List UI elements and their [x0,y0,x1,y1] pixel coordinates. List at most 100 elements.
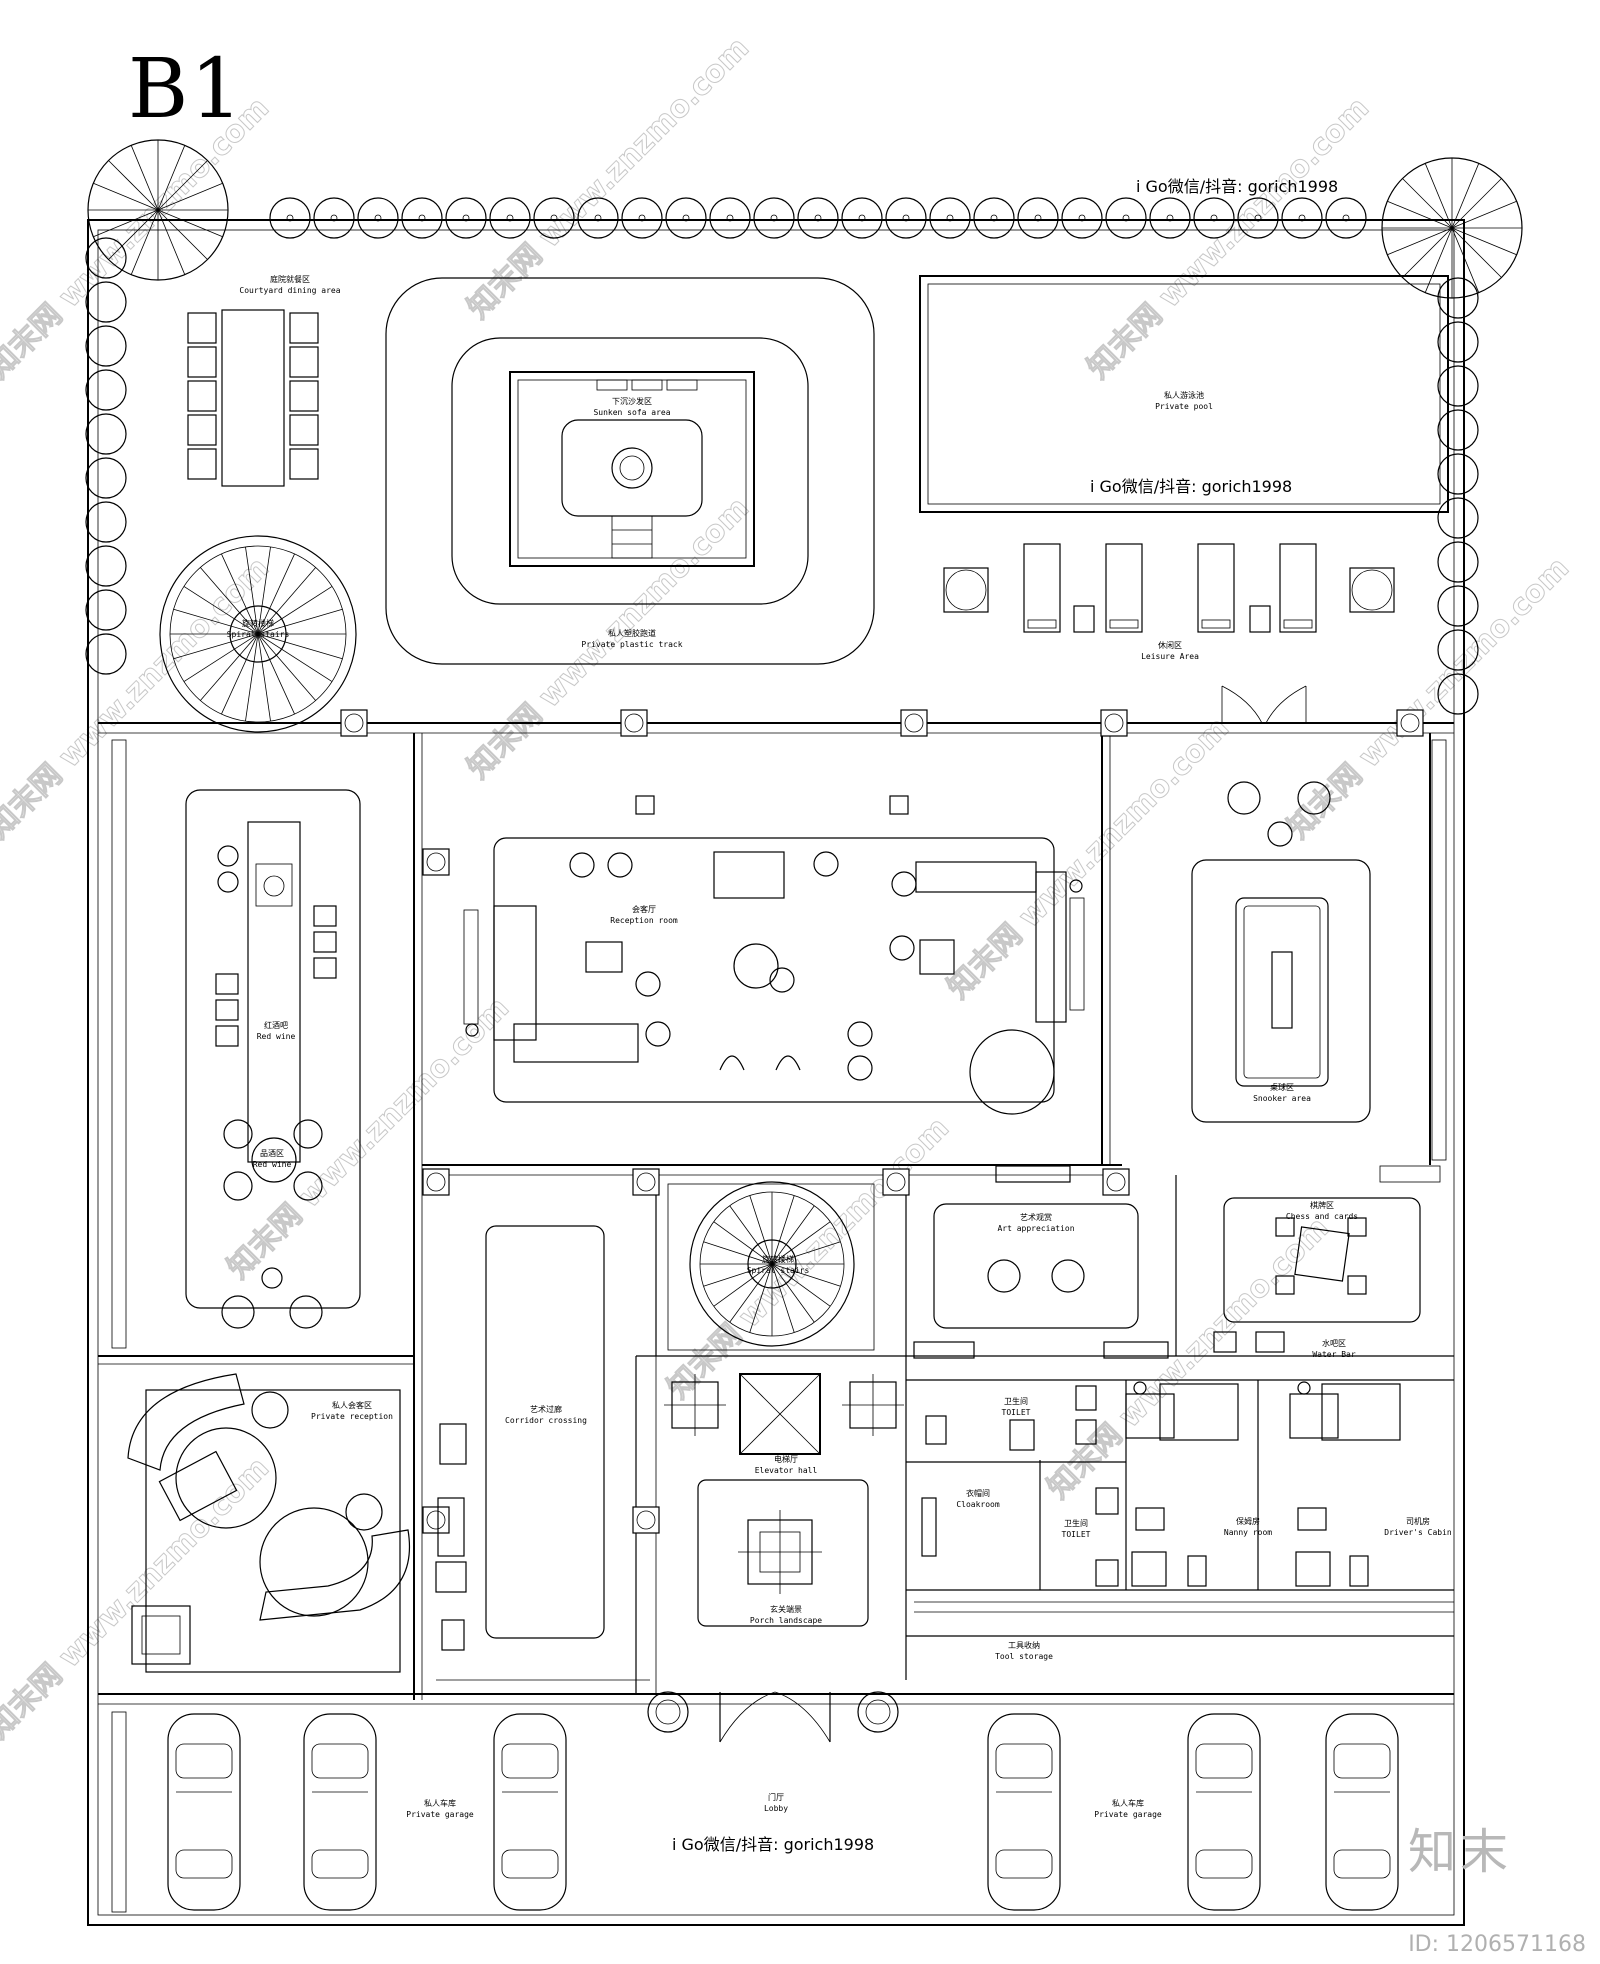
room-label-en: Private garage [406,1810,474,1819]
room-label-en: Corridor crossing [505,1416,587,1425]
interior-walls [98,733,1454,1705]
room-label-en: Red wine [257,1032,296,1041]
water-bar [1213,1331,1285,1353]
room-label-en: Private pool [1155,402,1213,411]
room-label-zh: 私人车库 [1112,1798,1144,1808]
room-label-en: Tool storage [995,1652,1053,1661]
wall-strip-right [1431,739,1447,1161]
watermark-text: 知末网 www.znzmo.com [0,551,276,846]
hedge-row [85,197,1479,715]
room-label-en: Cloakroom [956,1500,1000,1509]
room-label-zh: 品酒区 [260,1149,284,1158]
room-label-zh: 桌球区 [1270,1082,1294,1092]
private-pool [919,275,1449,513]
car [1187,1713,1261,1911]
room-label-zh: 保姆房 [1236,1516,1260,1526]
room-label-nanny: 保姆房 Nanny room [1224,1516,1272,1537]
plastic-track [385,277,875,665]
room-label-en: TOILET [1062,1530,1091,1539]
courtyard-dining [187,309,319,487]
elevator-hall [664,1373,904,1455]
room-label-sunken-sofa: 下沉沙发区 Sunken sofa area [593,396,670,417]
watermark-text: 知末网 www.znzmo.com [1281,551,1576,846]
reception-room [463,795,1085,1115]
room-label-zh: 卫生间 [1004,1396,1028,1406]
room-label-en: TOILET [1002,1408,1031,1417]
room-label-en: Snooker area [1253,1094,1311,1103]
room-label-en: Chess and cards [1286,1212,1358,1221]
room-label-tool-storage: 工具收纳 Tool storage [995,1640,1053,1661]
room-label-en: Private garage [1094,1810,1162,1819]
room-label-zh: 工具收纳 [1008,1640,1040,1650]
room-label-en: Private reception [311,1412,393,1421]
watermark-text: 知末网 www.znzmo.com [461,491,756,786]
floor-title: B1 [128,42,245,137]
room-label-zh: 下沉沙发区 [612,396,652,406]
room-label-reception: 会客厅 Reception room [610,904,678,925]
art-appreciation [913,1165,1169,1359]
room-label-en: Red wine [253,1160,292,1169]
room-label-lobby: 门厅 Lobby [764,1792,788,1813]
room-label-zh: 红酒吧 [264,1020,288,1030]
room-label-en: Leisure Area [1141,652,1199,661]
room-label-zh: 司机房 [1406,1516,1430,1526]
room-label-zh: 私人塑胶跑道 [608,628,656,638]
private-reception [127,1373,410,1673]
car [987,1713,1061,1911]
leisure-area [943,543,1395,724]
room-label-toilet-2: 卫生间 TOILET [1062,1518,1091,1539]
room-label-en: Courtyard dining area [239,286,340,295]
room-label-toilet-1: 卫生间 TOILET [1002,1396,1031,1417]
room-label-en: Sunken sofa area [593,408,670,417]
room-label-garage-right: 私人车库 Private garage [1094,1798,1162,1819]
room-label-zh: 电梯厅 [774,1454,798,1464]
credit-pool: i Go微信/抖音: gorich1998 [1090,477,1292,496]
chess-cards [1223,1165,1441,1323]
room-label-zh: 旋转楼梯 [762,1254,794,1264]
structural-columns [340,709,1424,1534]
room-label-zh: 衣帽间 [966,1488,990,1498]
watermark-text: 知末网 www.znzmo.com [661,1111,956,1406]
room-label-en: Nanny room [1224,1528,1272,1537]
room-label-zh: 私人会客区 [332,1400,372,1410]
watermark-text: 知末网 www.znzmo.com [0,91,276,386]
room-label-red-wine-tasting: 品酒区 Red wine [253,1149,292,1169]
credit-lobby: i Go微信/抖音: gorich1998 [672,1835,874,1854]
car [1325,1713,1399,1911]
image-id: ID: 1206571168 [1408,1932,1586,1957]
room-label-en: Elevator hall [755,1466,818,1475]
room-label-cloakroom: 衣帽间 Cloakroom [956,1488,1000,1509]
room-label-en: Water Bar [1312,1350,1356,1359]
room-label-en: Lobby [764,1804,788,1813]
room-label-corridor: 艺术过廊 Corridor crossing [505,1404,587,1425]
garage-cars [167,1713,1399,1911]
room-label-zh: 水吧区 [1322,1338,1346,1348]
room-label-en: Porch landscape [750,1616,822,1625]
room-label-porch: 玄关端景 Porch landscape [750,1604,822,1625]
room-label-red-wine-bar: 红酒吧 Red wine [257,1020,296,1041]
credit-top: i Go微信/抖音: gorich1998 [1136,177,1338,196]
room-label-private-reception: 私人会客区 Private reception [311,1400,393,1421]
room-label-zh: 艺术观赏 [1020,1212,1052,1222]
room-label-zh: 卫生间 [1064,1518,1088,1528]
room-label-zh: 玄关端景 [770,1604,802,1614]
room-label-zh: 会客厅 [632,904,656,914]
room-label-elevator: 电梯厅 Elevator hall [755,1454,818,1475]
room-label-en: Driver's Cabin [1384,1528,1452,1537]
room-label-zh: 艺术过廊 [530,1404,562,1414]
room-label-zh: 门厅 [768,1792,784,1802]
lobby [647,1691,899,1743]
watermark-text: 知末网 www.znzmo.com [1041,1211,1336,1506]
tree-top-left [87,139,229,281]
porch-landscape [697,1479,869,1627]
room-label-en: Reception room [610,916,678,925]
wall-strip-left [111,739,127,1913]
